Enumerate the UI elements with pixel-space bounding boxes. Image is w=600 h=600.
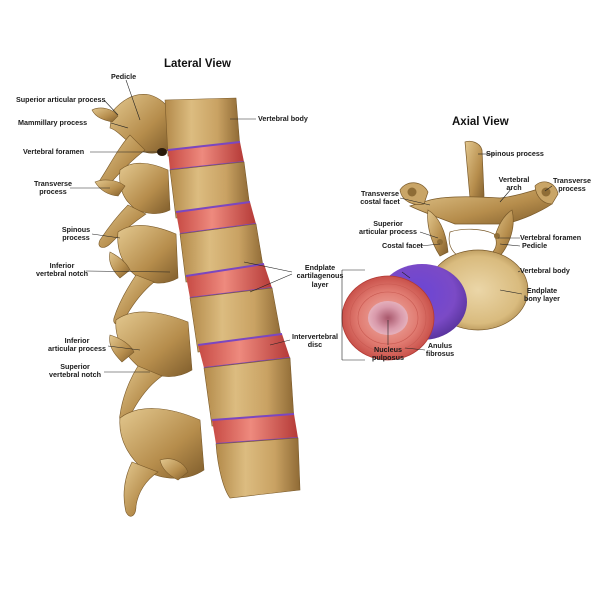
label-intervertebral-disc: Intervertebral disc [290,332,340,350]
label-inferior-articular-process-line1: Inferior [64,336,90,345]
label-anulus-fibrosus-line1: Anulus [427,341,453,350]
label-nucleus-pulposus-line2: pulposus [372,353,404,363]
label-transverse-process-axial: Transverse process [552,176,592,194]
label-spinous-process-line1: Spinous [61,225,91,234]
label-anulus-fibrosus: Anulus fibrosus [424,341,456,359]
label-vertebral-foramen-axial: Vertebral foramen [520,233,582,242]
axial-view-title: Axial View [452,116,509,128]
label-superior-articular-process-axial-line2: articular process [359,227,417,237]
label-nucleus-pulposus: Nucleus pulposus [370,345,406,363]
label-anulus-fibrosus-line2: fibrosus [425,349,455,359]
label-endplate-bony-line1: Endplate [526,286,558,295]
label-vertebral-body-lateral: Vertebral body [258,114,308,123]
label-spinous-process-line2: process [62,233,90,243]
label-vertebral-foramen-lateral: Vertebral foramen [23,147,85,156]
label-transverse-costal-facet: Transverse costal facet [358,189,402,207]
nucleus-disk [368,301,408,335]
label-costal-facet: Costal facet [382,241,423,250]
label-vertebral-body-axial: Vertebral body [520,266,570,275]
label-inferior-vertebral-notch-line1: Inferior [49,261,75,270]
label-superior-vertebral-notch: Superior vertebral notch [46,362,104,380]
label-mammillary-process: Mammillary process [18,118,88,127]
label-intervertebral-disc-line1: Intervertebral [292,332,338,341]
label-spinous-process-axial: Spinous process [486,149,544,158]
label-pedicle: Pedicle [111,72,137,81]
label-nucleus-pulposus-line1: Nucleus [374,345,402,354]
label-inferior-vertebral-notch-line2: vertebral notch [36,269,88,279]
label-transverse-process-axial-line2: process [558,184,586,194]
label-endplate-bony-line2: bony layer [524,294,560,304]
label-inferior-articular-process-line2: articular process [48,344,106,354]
label-endplate-cartilagenous-layer: Endplate cartilagenous layer [292,263,348,289]
label-inferior-vertebral-notch: Inferior vertebral notch [34,261,90,279]
label-transverse-process-axial-line1: Transverse [553,176,591,185]
label-inferior-articular-process: Inferior articular process [44,336,110,354]
label-transverse-process-lateral: Transverse process [33,179,73,197]
posterior-elements [91,94,205,517]
label-superior-articular-process: Superior articular process [16,95,106,104]
label-superior-vertebral-notch-line2: vertebral notch [49,370,101,380]
vertebral-column [164,97,301,499]
label-endplate-bony-layer: Endplate bony layer [520,286,564,304]
label-endplate-cartilagenous-line3: layer [311,279,329,289]
label-transverse-costal-facet-line1: Transverse [361,189,399,198]
label-transverse-process-line1: Transverse [34,179,72,188]
label-vertebral-arch: Vertebral arch [496,175,532,193]
label-transverse-process-line2: process [39,187,67,197]
label-pedicle-axial: Pedicle [522,241,548,250]
label-superior-articular-process-axial: Superior articular process [356,219,420,237]
label-superior-articular-process-axial-line1: Superior [373,219,403,228]
label-intervertebral-disc-line2: disc [307,340,323,350]
label-superior-vertebral-notch-line1: Superior [60,362,90,371]
label-endplate-cartilagenous-line1: Endplate [304,263,336,272]
label-endplate-cartilagenous-line2: cartilagenous [296,271,344,281]
label-transverse-costal-facet-line2: costal facet [360,197,400,207]
label-vertebral-arch-line2: arch [506,183,522,193]
leader-lines [70,79,553,373]
lateral-view-title: Lateral View [164,58,231,70]
label-vertebral-arch-line1: Vertebral [498,175,530,184]
label-spinous-process-lateral: Spinous process [58,225,94,243]
